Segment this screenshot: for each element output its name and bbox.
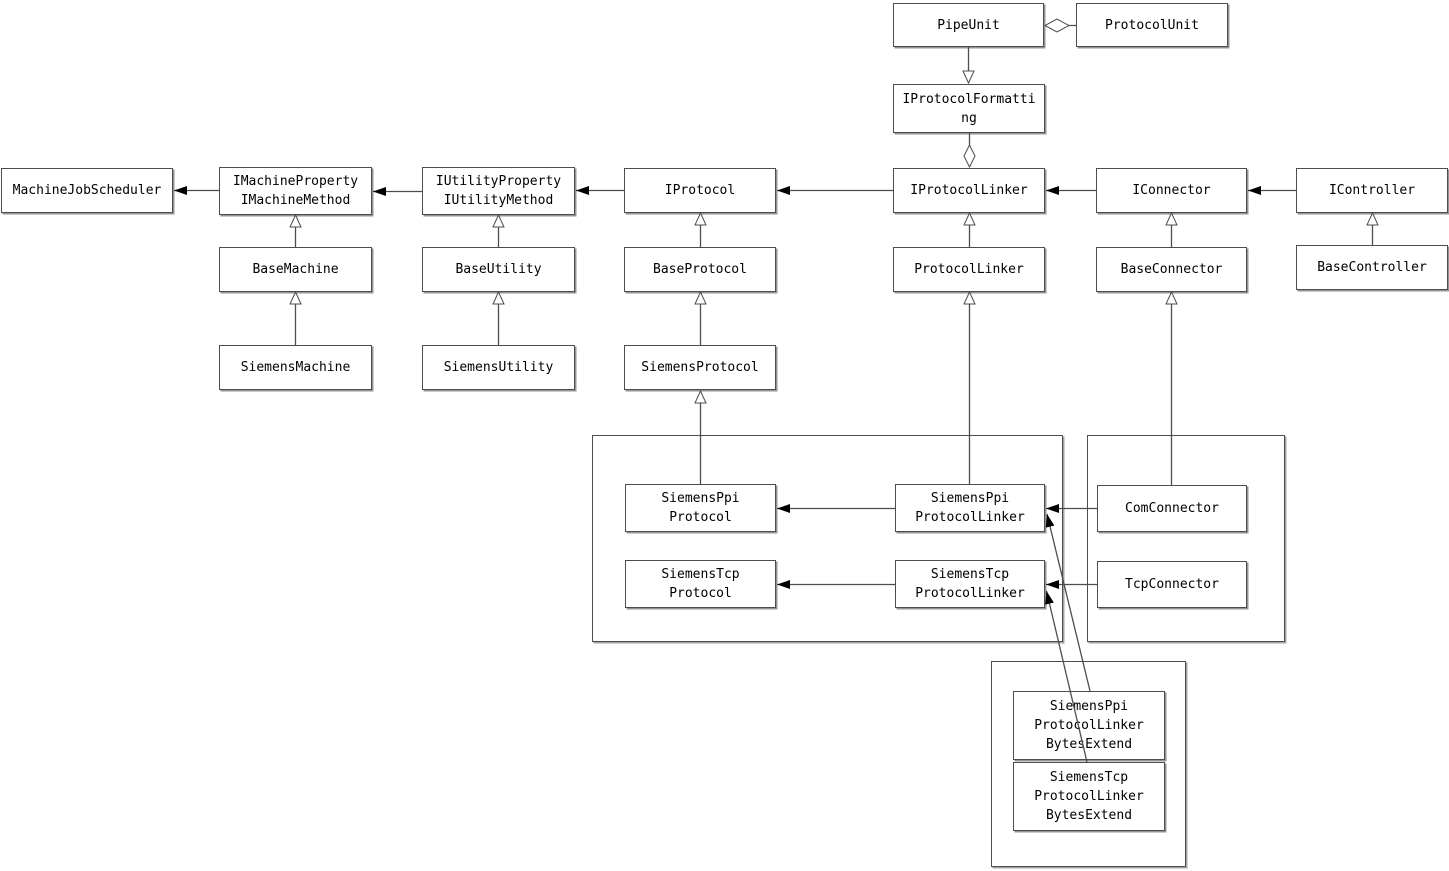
class-label: ComConnector [1125,501,1219,516]
class-box-protocollinker: ProtocolLinker [893,247,1045,292]
class-box-siemenstcpprotocol: SiemensTcp Protocol [625,560,776,608]
class-box-basemachine: BaseMachine [219,247,372,292]
class-box-basecontroller: BaseController [1296,245,1448,290]
class-label: MachineJobScheduler [12,183,162,198]
class-box-iprotocolformatting: IProtocolFormatti ng [893,84,1045,133]
class-box-icontroller: IController [1296,168,1448,213]
class-label: BaseProtocol [653,262,747,277]
class-label: SiemensMachine [240,360,351,375]
class-label: SiemensProtocol [641,360,759,375]
class-label: IProtocolLinker [910,183,1028,198]
class-box-siemensppiprotocol: SiemensPpi Protocol [625,484,776,532]
class-box-siemensmachine: SiemensMachine [219,345,372,390]
class-box-baseconnector: BaseConnector [1096,247,1247,292]
class-box-machinejobscheduler: MachineJobScheduler [1,168,173,213]
class-box-iprotocollinker: IProtocolLinker [893,168,1045,213]
class-label: SiemensPpi ProtocolLinker [915,491,1025,525]
class-label: ProtocolLinker [914,262,1024,277]
class-label: SiemensTcp ProtocolLinker BytesExtend [1034,770,1144,823]
class-box-siemensprotocol: SiemensProtocol [624,345,776,390]
class-box-iutilityproperty: IUtilityProperty IUtilityMethod [422,167,575,215]
class-label: SiemensPpi Protocol [661,491,740,525]
class-label: SiemensTcp Protocol [661,567,740,601]
class-box-tcpconnector: TcpConnector [1097,561,1247,608]
class-label: ProtocolUnit [1105,17,1199,33]
class-label: IProtocol [664,183,736,198]
class-box-siemensppiprotocollinker: SiemensPpi ProtocolLinker [895,484,1045,532]
class-box-siemenstcpprotocollinkerbytesextend: SiemensTcp ProtocolLinker BytesExtend [1013,762,1165,831]
class-label: IUtilityProperty IUtilityMethod [435,174,562,208]
class-label: PipeUnit [937,17,1000,33]
class-box-iprotocol: IProtocol [624,168,776,213]
class-label: IConnector [1132,183,1211,198]
class-box-imachineproperty: IMachineProperty IMachineMethod [219,167,372,215]
class-label: IProtocolFormatti ng [902,91,1036,126]
class-box-baseutility: BaseUtility [422,247,575,292]
class-label: SiemensUtility [443,360,554,375]
class-box-pipeunit: PipeUnit [893,3,1044,47]
class-box-siemensppiprotocollinkerbytesextend: SiemensPpi ProtocolLinker BytesExtend [1013,691,1165,760]
class-label: IController [1328,183,1416,198]
class-label: SiemensPpi ProtocolLinker BytesExtend [1034,699,1144,752]
group-box-siemens-protocol-linker [592,435,1063,642]
class-label: BaseMachine [252,262,339,277]
class-box-iconnector: IConnector [1096,168,1247,213]
class-label: SiemensTcp ProtocolLinker [915,567,1025,601]
class-label: BaseController [1317,260,1427,275]
class-label: BaseUtility [455,262,542,277]
class-box-protocolunit: ProtocolUnit [1076,3,1228,47]
class-label: IMachineProperty IMachineMethod [232,174,359,208]
class-box-baseprotocol: BaseProtocol [624,247,776,292]
class-label: TcpConnector [1125,577,1219,592]
class-box-siemensutility: SiemensUtility [422,345,575,390]
class-box-siemenstcpprotocollinker: SiemensTcp ProtocolLinker [895,560,1045,608]
group-box-connectors [1087,435,1285,642]
class-box-comconnector: ComConnector [1097,485,1247,532]
class-label: BaseConnector [1120,262,1223,277]
